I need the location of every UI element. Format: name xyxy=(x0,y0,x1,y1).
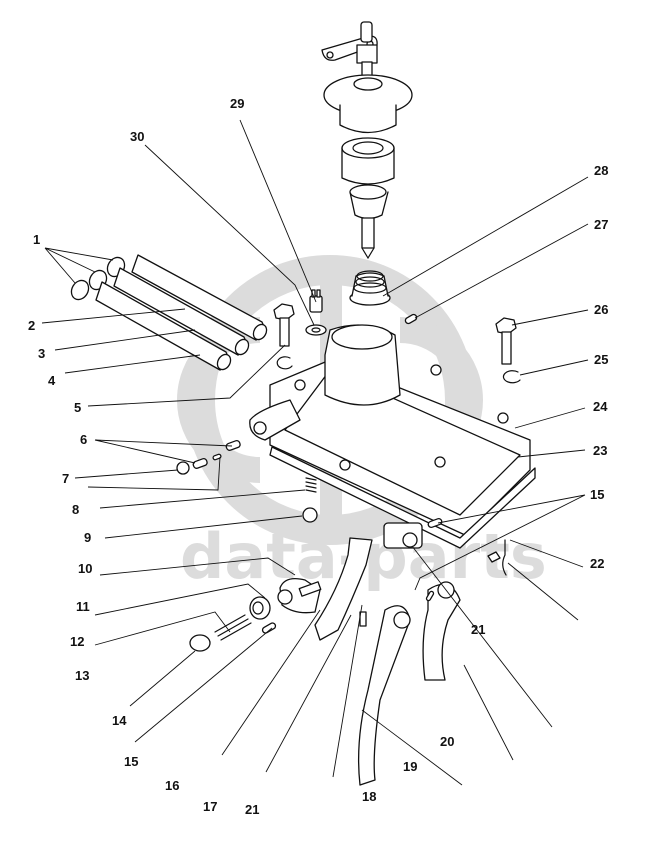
callout-27: 27 xyxy=(594,217,608,232)
shift-forks xyxy=(314,517,507,786)
callout-5: 5 xyxy=(74,400,81,415)
callout-3: 3 xyxy=(38,346,45,361)
part-23-gasket xyxy=(269,446,536,549)
callout-4: 4 xyxy=(48,373,56,388)
callout-28: 28 xyxy=(594,163,608,178)
callout-22: 22 xyxy=(590,556,604,571)
callout-labels: 1 2 3 4 5 6 7 8 9 10 11 12 13 14 15 16 1… xyxy=(28,96,608,817)
part-10-ball xyxy=(302,507,318,523)
callout-20: 20 xyxy=(440,734,454,749)
part-29-switch xyxy=(305,289,327,336)
callout-7: 7 xyxy=(62,471,69,486)
part-5-bolt xyxy=(273,303,295,370)
callout-24: 24 xyxy=(593,399,608,414)
callout-2: 2 xyxy=(28,318,35,333)
callout-30: 30 xyxy=(130,129,144,144)
callout-15-left: 15 xyxy=(124,754,138,769)
callout-29: 29 xyxy=(230,96,244,111)
callout-19: 19 xyxy=(403,759,417,774)
shift-lever-assembly xyxy=(321,21,413,260)
callout-26: 26 xyxy=(594,302,608,317)
callout-12: 12 xyxy=(70,634,84,649)
callout-11: 11 xyxy=(76,599,90,614)
callout-13: 13 xyxy=(75,668,89,683)
part-27-pin xyxy=(404,313,418,325)
part-28-boot xyxy=(349,270,391,306)
callout-23: 23 xyxy=(593,443,607,458)
detent-parts xyxy=(176,439,241,475)
selector-parts xyxy=(189,577,322,652)
part-24-housing xyxy=(249,324,531,536)
callout-14: 14 xyxy=(112,713,127,728)
callout-17: 17 xyxy=(203,799,217,814)
callout-6: 6 xyxy=(80,432,87,447)
callout-21-right: 21 xyxy=(471,622,485,637)
callout-25: 25 xyxy=(594,352,608,367)
callout-8: 8 xyxy=(72,502,79,517)
callout-18: 18 xyxy=(362,789,376,804)
callout-1: 1 xyxy=(33,232,40,247)
part-9-spring xyxy=(305,477,317,493)
callout-16: 16 xyxy=(165,778,179,793)
shift-rods xyxy=(70,254,268,371)
callout-15-right: 15 xyxy=(590,487,604,502)
part-26-bolt xyxy=(495,317,521,384)
callout-9: 9 xyxy=(84,530,91,545)
callout-10: 10 xyxy=(78,561,92,576)
leader-lines xyxy=(41,119,589,786)
callout-21-bottom: 21 xyxy=(245,802,259,817)
